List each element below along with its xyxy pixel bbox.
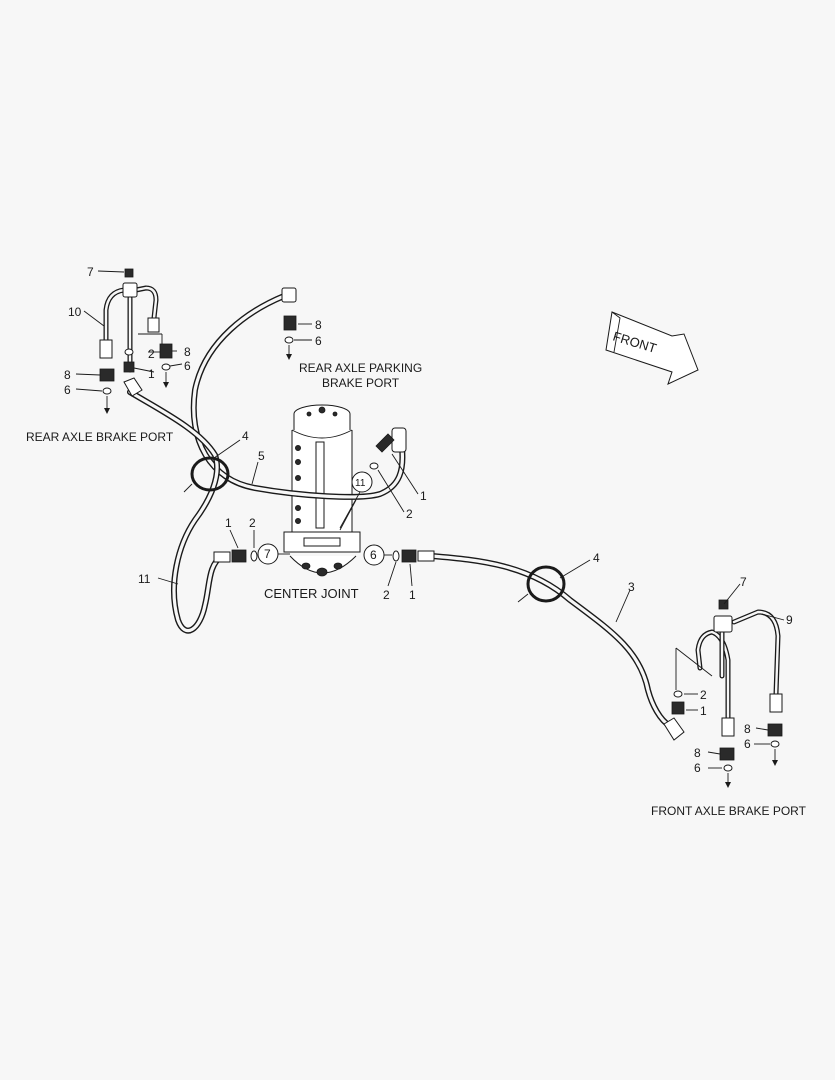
callout-8-rear-a: 8 — [184, 345, 191, 359]
callout-1-cj-right: 1 — [409, 588, 416, 602]
callout-3: 3 — [628, 580, 635, 594]
front-direction-arrow: FRONT — [605, 311, 699, 385]
callout-5: 5 — [258, 449, 265, 463]
center-joint-label: CENTER JOINT — [264, 586, 359, 601]
callout-1-cj-top: 1 — [420, 489, 427, 503]
callout-7-circle: 7 — [264, 547, 271, 561]
captions: REAR AXLE BRAKE PORT REAR AXLE PARKING B… — [26, 361, 807, 818]
callout-9: 9 — [786, 613, 793, 627]
clamp-4-right — [517, 565, 566, 603]
callout-6-front-a: 6 — [744, 737, 751, 751]
rear-fittings — [99, 333, 173, 414]
callout-2-rear: 2 — [148, 347, 155, 361]
callout-4-left: 4 — [242, 429, 249, 443]
callout-2-cj-top: 2 — [406, 507, 413, 521]
center-joint — [283, 404, 361, 577]
callout-11-left: 11 — [138, 572, 151, 586]
rear-axle-parking-port-label-2: BRAKE PORT — [322, 376, 400, 390]
callout-2-cj-left: 2 — [249, 516, 256, 530]
callout-6-rear-b: 6 — [64, 383, 71, 397]
callout-6-circle: 6 — [370, 548, 377, 562]
callout-4-right: 4 — [593, 551, 600, 565]
callout-7-top: 7 — [87, 265, 94, 279]
callout-1-front: 1 — [700, 704, 707, 718]
callout-10: 10 — [68, 305, 82, 319]
rear-axle-parking-port-label-1: REAR AXLE PARKING — [299, 361, 422, 375]
callout-1-cj-left: 1 — [225, 516, 232, 530]
hose-11 — [127, 389, 225, 634]
callout-8-park: 8 — [315, 318, 322, 332]
callout-numbers: 7 10 2 8 6 1 8 6 8 6 4 5 11 1 2 1 2 7 6 … — [64, 265, 793, 775]
leader-lines — [75, 270, 785, 769]
cj-fittings-right — [392, 549, 435, 563]
circled-callouts — [257, 471, 385, 566]
front-fittings — [671, 647, 783, 788]
callout-1-rear: 1 — [148, 367, 155, 381]
callout-8-front-a: 8 — [744, 722, 751, 736]
callout-2-cj-right: 2 — [383, 588, 390, 602]
front-brake-tube-9 — [663, 599, 783, 741]
clamp-4-left — [183, 456, 230, 493]
cj-fittings-top — [369, 427, 407, 470]
hose-3 — [429, 553, 673, 729]
callout-8-rear-b: 8 — [64, 368, 71, 382]
front-axle-brake-port-label: FRONT AXLE BRAKE PORT — [651, 804, 807, 818]
callout-6-front-b: 6 — [694, 761, 701, 775]
callout-2-front: 2 — [700, 688, 707, 702]
parking-brake-fitting — [281, 287, 297, 360]
callout-6-rear-a: 6 — [184, 359, 191, 373]
cj-fittings-left — [213, 549, 258, 563]
rear-brake-tube-10 — [99, 268, 160, 397]
callout-11-circle: 11 — [355, 478, 366, 489]
callout-8-front-b: 8 — [694, 746, 701, 760]
callout-7-front: 7 — [740, 575, 747, 589]
hose-5 — [190, 293, 406, 500]
rear-axle-brake-port-label: REAR AXLE BRAKE PORT — [26, 430, 174, 444]
callout-6-park: 6 — [315, 334, 322, 348]
